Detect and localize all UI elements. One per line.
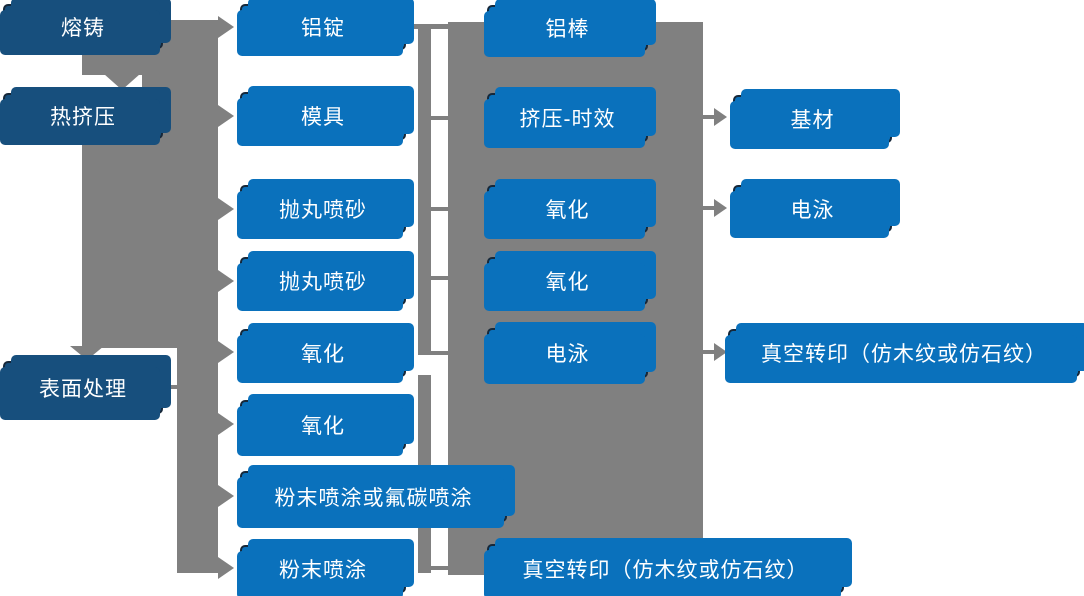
arrow-to-vacuum-transfer-icon [714,343,727,361]
node-shot-blasting-1: 抛丸喷砂 [240,185,406,233]
node-base-material: 基材 [733,95,892,143]
node-oxidation-4: 氧化 [487,257,648,305]
arrow-to-powder-fluorocarbon-icon [218,485,234,507]
node-label: 氧化 [545,271,590,294]
node-surface-treatment: 表面处理 [3,361,163,414]
arrow-to-base-material-icon [714,108,727,126]
arrow-to-oxidation-1-icon [218,341,234,363]
node-melting-casting: 熔铸 [3,4,163,49]
mid-bus-stub-row8 [431,566,448,570]
arrow-to-shot-blasting-1-icon [218,198,234,220]
node-extrusion-aging: 挤压-时效 [487,93,648,142]
stem-to-electrophoresis [703,206,716,210]
node-label: 粉末喷涂 [279,559,367,582]
node-label: 抛丸喷砂 [279,199,367,222]
arrow-to-oxidation-2-icon [218,413,234,435]
node-label: 真空转印（仿木纹或仿石纹） [761,343,1047,366]
node-label: 抛丸喷砂 [279,271,367,294]
arrow-to-shot-blasting-2-icon [218,270,234,292]
node-label: 基材 [790,109,835,132]
mid-bus-upper [418,24,431,355]
node-label: 真空转印（仿木纹或仿石纹） [522,558,809,582]
stem-to-base-material [703,115,716,119]
node-label: 电泳 [545,343,590,366]
node-label: 挤压-时效 [519,107,616,131]
arrow-down-to-hot-extrusion-icon [104,74,140,90]
node-vacuum-transfer-right: 真空转印（仿木纹或仿石纹） [728,329,1080,377]
node-label: 热挤压 [50,106,116,129]
node-hot-extrusion: 热挤压 [3,93,163,139]
node-vacuum-transfer-bottom: 真空转印（仿木纹或仿石纹） [487,544,844,593]
node-oxidation-2: 氧化 [240,400,406,450]
mid-bus-stub-row5 [431,351,448,355]
node-label: 铝锭 [301,17,345,40]
node-label: 模具 [301,106,345,129]
left-trunk-lower [177,348,218,573]
mid-bus-stub-row1 [414,24,448,29]
arrow-to-electrophoresis-icon [714,199,727,217]
node-mold: 模具 [240,92,406,140]
node-label: 铝棒 [545,18,590,41]
node-label: 氧化 [301,343,345,366]
node-aluminum-rod: 铝棒 [487,5,648,51]
node-oxidation-1: 氧化 [240,329,406,377]
node-electrophoresis-2: 电泳 [733,185,892,232]
arrow-to-powder-coating-icon [218,557,234,579]
left-trunk-upper [82,20,218,348]
node-oxidation-3: 氧化 [487,185,648,233]
node-label: 电泳 [790,198,835,222]
node-label: 熔铸 [61,16,105,40]
node-label: 氧化 [545,199,590,222]
node-aluminum-ingot: 铝锭 [240,4,406,50]
arrow-to-mold-icon [218,105,234,127]
node-label: 表面处理 [39,377,127,401]
mid-bus-stub-row4 [431,276,448,280]
node-powder-coating: 粉末喷涂 [240,545,406,593]
node-label: 粉末喷涂或氟碳喷涂 [274,486,473,510]
mid-bus-stub-row3 [431,207,448,211]
arrow-to-aluminum-ingot-icon [218,16,234,38]
mid-bus-stub-row2 [431,116,448,120]
node-label: 氧化 [301,415,345,438]
stem-to-vacuum-transfer [703,350,716,354]
node-shot-blasting-2: 抛丸喷砂 [240,257,406,305]
node-electrophoresis-1: 电泳 [487,328,648,378]
node-powder-or-fluorocarbon-coating: 粉末喷涂或氟碳喷涂 [240,471,507,522]
